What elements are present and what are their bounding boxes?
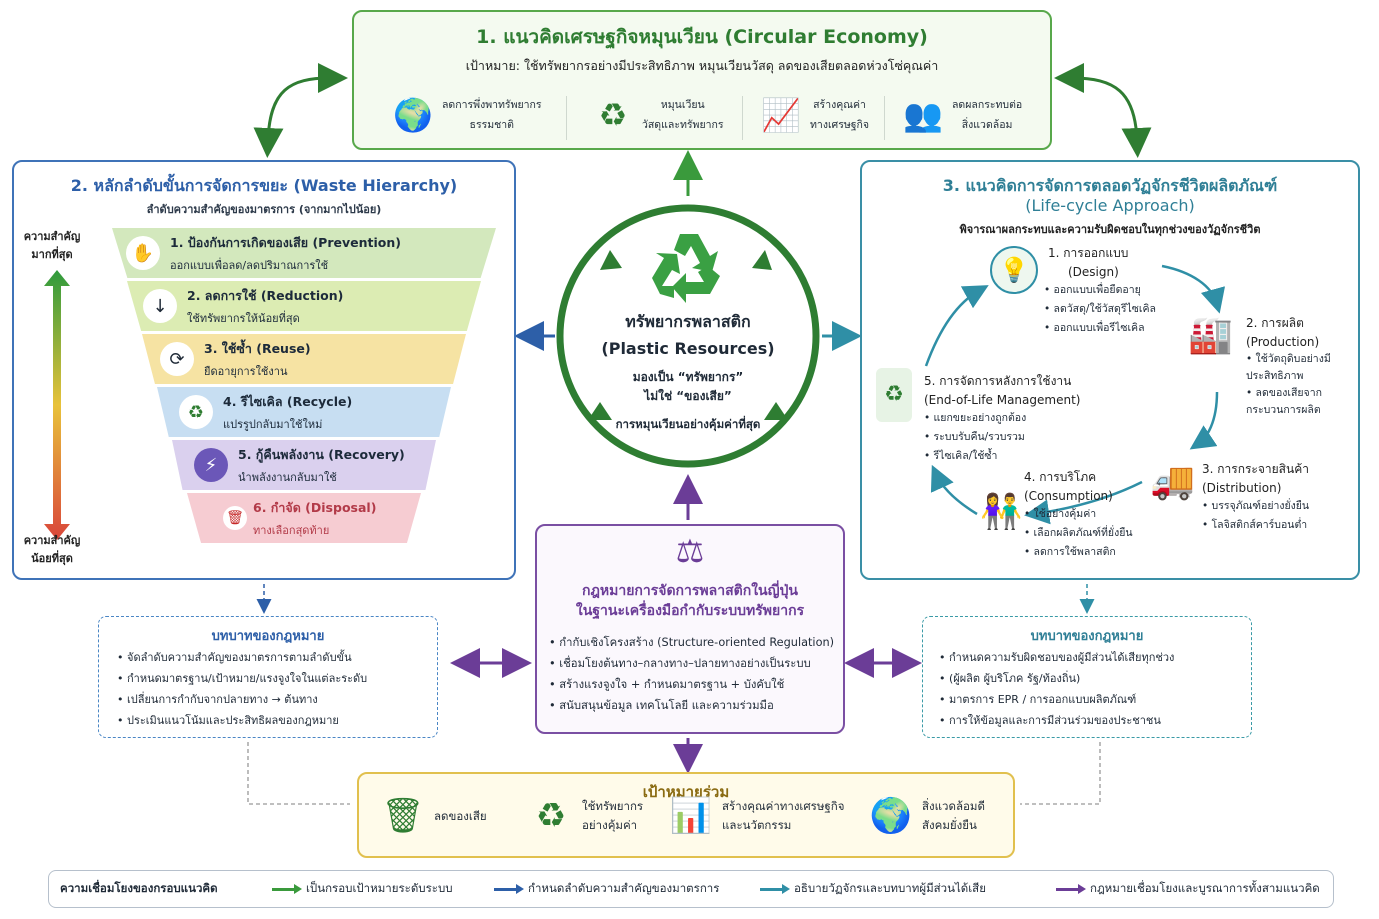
globe-leaf-icon: 🌍 (393, 96, 433, 134)
hierarchy-level-prevention: ✋ 1. ป้องกันการเกิดของเสีย (Prevention)อ… (112, 228, 496, 278)
waste-hierarchy-title: 2. หลักลำดับขั้นการจัดการขยะ (Waste Hier… (70, 176, 458, 195)
hierarchy-level-recovery: ⚡ 5. กู้คืนพลังงาน (Recovery)นำพลังงานกล… (172, 440, 436, 490)
law-title: กฎหมายการจัดการพลาสติกในญี่ปุ่น (582, 583, 798, 599)
recycle-arrows-icon: ♻ (598, 96, 628, 134)
circular-economy-goal: เป้าหมาย: ใช้ทรัพยากรอย่างมีประสิทธิภาพ … (465, 58, 939, 73)
hierarchy-level-reuse: ⟳ 3. ใช้ซ้ำ (Reuse)ยืดอายุการใช้งาน (142, 334, 466, 384)
role-right-panel: บทบาทของกฎหมาย กำหนดความรับผิดชอบของผู้ม… (922, 616, 1252, 738)
goal-reduce-waste: 🗑 ลดของเสีย (381, 796, 487, 836)
life-cycle-title: 3. แนวคิดการจัดการตลอดวัฏจักรชีวิตผลิตภั… (942, 176, 1278, 195)
legend-title: ความเชื่อมโยงของกรอบแนวคิด (60, 881, 218, 895)
role-left-title: บทบาทของกฎหมาย (211, 629, 325, 644)
life-cycle-subtitle: พิจารณาผลกระทบและความรับผิดชอบในทุกช่วงข… (959, 223, 1261, 236)
circular-economy-title: 1. แนวคิดเศรษฐกิจหมุนเวียน (Circular Eco… (476, 26, 928, 48)
arrow-ce-to-lc (1054, 63, 1152, 158)
ce-item-resources: 🌍 ลดการพึ่งพาทรัพยากรธรรมชาติ (390, 92, 541, 138)
goal-economic-value: 📊 สร้างคุณค่าทางเศรษฐกิจและนวัตกรรม (669, 796, 845, 836)
lc-stage-distribution: 3. การกระจายสินค้า (Distribution) บรรจุภ… (1202, 460, 1358, 535)
people-earth-icon: 👥 (903, 96, 943, 134)
ce-item-value: 📈 สร้างคุณค่าทางเศรษฐกิจ (758, 92, 869, 138)
priority-high-label: ความสำคัญมากที่สุด (23, 230, 81, 261)
truck-icon: 🚚 (1150, 461, 1195, 502)
factory-icon: 🏭 (1188, 315, 1233, 356)
arrow-ce-to-wh (253, 63, 348, 158)
goal-use-resources: ♻ ใช้ทรัพยากรอย่างคุ้มค่า (528, 796, 643, 836)
hand-stop-icon: ✋ (126, 236, 160, 270)
legend-item-law: กฎหมายเชื่อมโยงและบูรณาการทั้งสามแนวคิด (1056, 880, 1320, 898)
trash-icon: 🗑 (223, 506, 247, 530)
down-arrow-icon: ↓ (143, 289, 177, 323)
lc-stage-end-of-life: 5. การจัดการหลังการใช้งาน (End-of-Life M… (924, 372, 1124, 466)
shared-goal-panel: เป้าหมายร่วม (357, 772, 1015, 858)
hierarchy-level-recycle: ♻ 4. รีไซเคิล (Recycle)แปรรูปกลับมาใช้ให… (157, 387, 451, 437)
priority-low-label: ความสำคัญน้อยที่สุด (23, 534, 81, 565)
waste-hierarchy-subtitle: ลำดับความสำคัญของมาตรการ (จากมากไปน้อย) (146, 203, 382, 216)
ce-item-environment: 👥 ลดผลกระทบต่อสิ่งแวดล้อม (900, 92, 1022, 138)
recycle-icon: ♻ (179, 395, 213, 429)
waste-hierarchy-panel: 2. หลักลำดับขั้นการจัดการขยะ (Waste Hier… (12, 160, 516, 580)
circular-economy-panel: 1. แนวคิดเศรษฐกิจหมุนเวียน (Circular Eco… (352, 10, 1052, 150)
legend-item-priority: กำหนดลำดับความสำคัญของมาตรการ (494, 880, 719, 898)
role-right-title: บทบาทของกฎหมาย (1030, 629, 1144, 644)
bar-growth-icon: 📊 (669, 796, 713, 836)
recycle-bin-icon: ♻ (876, 368, 912, 422)
ce-item-circulate: ♻ หมุนเวียนวัสดุและทรัพยากร (590, 92, 724, 138)
dashed-role-left-to-goal (247, 742, 350, 805)
recycle-leaf-icon: ♻ (535, 796, 567, 836)
life-cycle-title-en: (Life-cycle Approach) (1025, 196, 1195, 215)
legend-item-system: เป็นกรอบเป้าหมายระดับระบบ (272, 880, 453, 898)
life-cycle-arrows (924, 264, 1226, 525)
center-recycle-icon (652, 234, 720, 303)
center-text: ทรัพยากรพลาสติก (Plastic Resources) มองเ… (590, 310, 786, 434)
law-title-2: ในฐานะเครื่องมือกำกับระบบทรัพยากร (575, 603, 805, 619)
lc-stage-design-icon: 💡 (990, 246, 1038, 294)
shared-goal-title: เป้าหมายร่วม (642, 783, 730, 801)
role-left-panel: บทบาทของกฎหมาย จัดลำดับความสำคัญของมาตรก… (98, 616, 438, 738)
legend-item-lifecycle: อธิบายวัฏจักรและบทบาทผู้มีส่วนได้เสีย (760, 880, 986, 898)
center-title-en: (Plastic Resources) (601, 339, 775, 358)
life-cycle-panel: 3. แนวคิดการจัดการตลอดวัฏจักรชีวิตผลิตภั… (860, 160, 1360, 580)
hierarchy-level-disposal: 🗑 6. กำจัด (Disposal)ทางเลือกสุดท้าย (187, 493, 421, 543)
lc-stage-consumption: 4. การบริโภค (Consumption) ใช้อย่างคุ้มค… (1024, 468, 1174, 562)
law-list: กำกับเชิงโครงสร้าง (Structure-oriented R… (549, 632, 841, 716)
hierarchy-level-reduction: ↓ 2. ลดการใช้ (Reduction)ใช้ทรัพยากรให้น… (127, 281, 481, 331)
center-circle (556, 204, 820, 468)
law-panel: ⚖ กฎหมายการจัดการพลาสติกในญี่ปุ่น ในฐานะ… (535, 524, 845, 734)
reuse-icon: ⟳ (160, 342, 194, 376)
consumers-icon: 👫 (980, 492, 1023, 532)
lightning-icon: ⚡ (194, 448, 228, 482)
lc-stage-design: 1. การออกแบบ (Design) ออกแบบเพื่อยืดอายุ… (1048, 244, 1156, 338)
globe-hands-icon: 🌍 (869, 796, 913, 836)
goal-sustainable-society: 🌍 สิ่งแวดล้อมดีสังคมยั่งยืน (869, 796, 985, 836)
priority-gradient-arrow (44, 270, 70, 540)
trash-bin-icon: 🗑 (381, 796, 425, 836)
dashed-role-right-to-goal (1020, 742, 1101, 805)
center-title: ทรัพยากรพลาสติก (625, 312, 751, 331)
lc-stage-production: 2. การผลิต (Production) ใช้วัตถุดิบอย่าง… (1246, 314, 1358, 419)
legend-panel (48, 870, 1334, 908)
growth-chart-icon: 📈 (761, 96, 801, 134)
scales-icon: ⚖ (675, 532, 705, 570)
